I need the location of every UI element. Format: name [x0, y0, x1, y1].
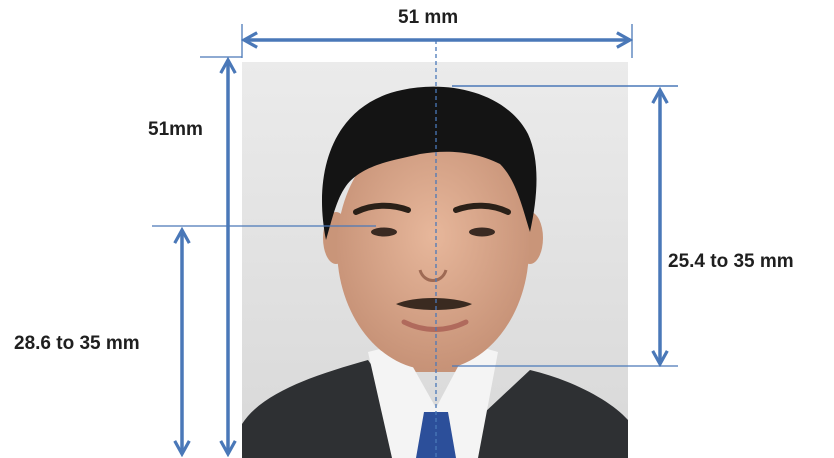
photo-eye-right [469, 227, 495, 237]
photo-brow-right [453, 202, 511, 215]
width-label: 51 mm [398, 7, 459, 28]
photo-eye-left [371, 227, 397, 237]
photo-mouth [401, 319, 469, 332]
head-height-label: 25.4 to 35 mm [668, 251, 794, 272]
photo-face [337, 126, 529, 370]
photo-shirt [368, 344, 498, 458]
photo-brow-left [353, 202, 411, 215]
photo-height-label: 51mm [148, 119, 203, 140]
eye-height-label: 28.6 to 35 mm [14, 333, 140, 354]
photo-suit [242, 360, 628, 458]
photo-hair [321, 86, 537, 240]
photo-mustache [396, 298, 472, 310]
portrait-photo [242, 62, 628, 458]
dimension-arrows [182, 40, 660, 454]
photo-nose [418, 269, 448, 282]
